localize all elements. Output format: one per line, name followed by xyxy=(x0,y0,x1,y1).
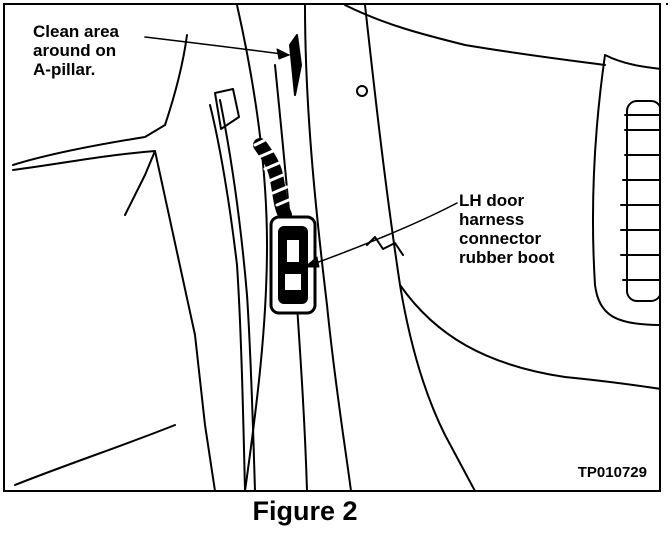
a-pillar-right-edge xyxy=(304,5,352,490)
corner-tick xyxy=(666,3,668,5)
dash-upper xyxy=(344,5,606,66)
callout-clean-area: Clean area around on A-pillar. xyxy=(33,22,119,79)
figure-id: TP010729 xyxy=(575,464,649,481)
center-pillar-trim xyxy=(364,5,476,490)
a-pillar-clip xyxy=(289,34,302,96)
a-pillar-left-edge xyxy=(236,5,268,490)
leader-lh-door-arrow xyxy=(304,256,320,268)
door-trim-panel xyxy=(12,34,216,490)
harness-ribs xyxy=(253,137,293,207)
figure-caption: Figure 2 xyxy=(252,496,358,526)
leader-clean-area-arrow xyxy=(276,48,290,60)
leader-clean-area xyxy=(144,36,290,56)
a-pillar-illustration xyxy=(12,5,659,490)
vent-recess xyxy=(626,100,659,302)
side-vent-slats xyxy=(620,114,659,281)
side-vent-frame xyxy=(592,54,659,326)
body-hole xyxy=(356,85,368,97)
callout-lh-door: LH door harness connector rubber boot xyxy=(459,191,555,267)
door-edge-lower xyxy=(14,424,176,486)
leader-lh-door xyxy=(304,202,458,268)
door-latch-bracket xyxy=(214,88,240,130)
figure-frame: Clean area around on A-pillar. LH door h… xyxy=(3,3,661,492)
door-trim-edge xyxy=(209,99,256,490)
floor-contour xyxy=(399,284,659,390)
center-pillar-groove xyxy=(366,236,404,256)
